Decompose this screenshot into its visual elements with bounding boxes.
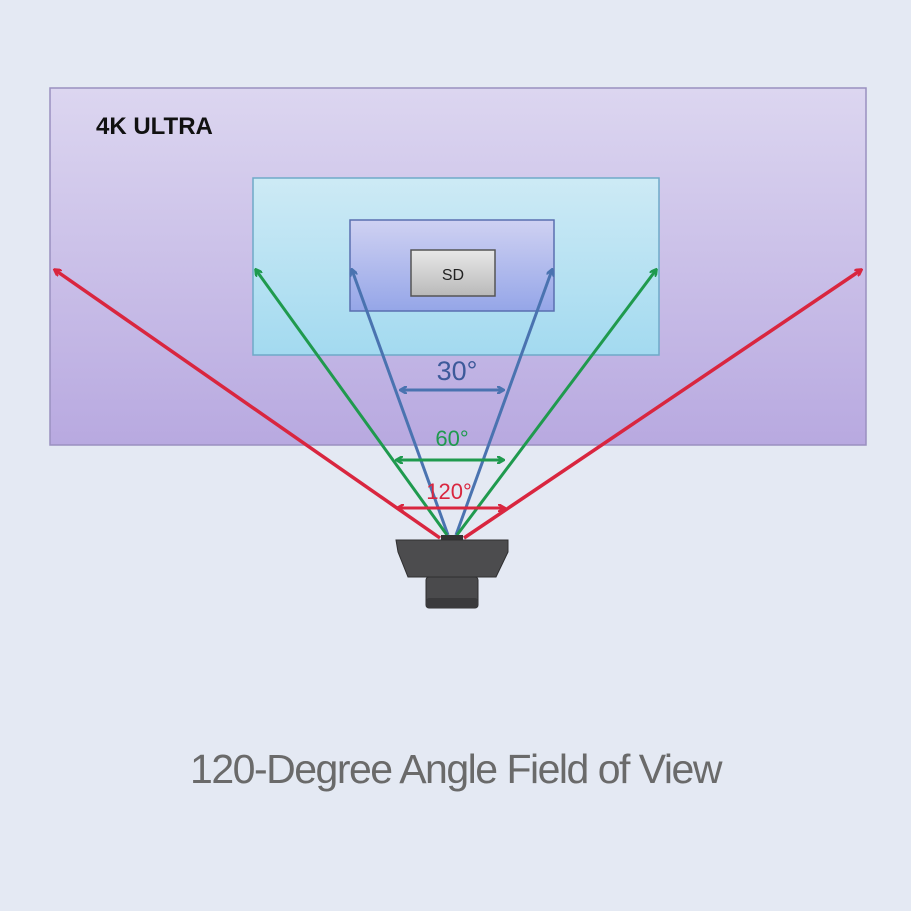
sd-box (410, 249, 496, 297)
sd-label: SD (442, 267, 464, 284)
green-rays (256, 270, 656, 536)
red-ray-left (55, 270, 441, 540)
blue-rays (352, 270, 552, 536)
red-ray-right (463, 270, 861, 540)
4k-ultra-label: 4K ULTRA (96, 113, 213, 140)
green-ray-right (455, 270, 656, 536)
caption: 120-Degree Angle Field of View (190, 746, 722, 792)
green-ray-left (256, 270, 449, 536)
angle-30-label: 30° (437, 356, 478, 386)
blue-ray-right (454, 270, 552, 536)
angle-60-label: 60° (435, 426, 468, 451)
blue-ray-left (352, 270, 450, 536)
angle-120-label: 120° (426, 479, 472, 504)
webcam-icon (395, 535, 509, 609)
red-rays (55, 270, 861, 540)
